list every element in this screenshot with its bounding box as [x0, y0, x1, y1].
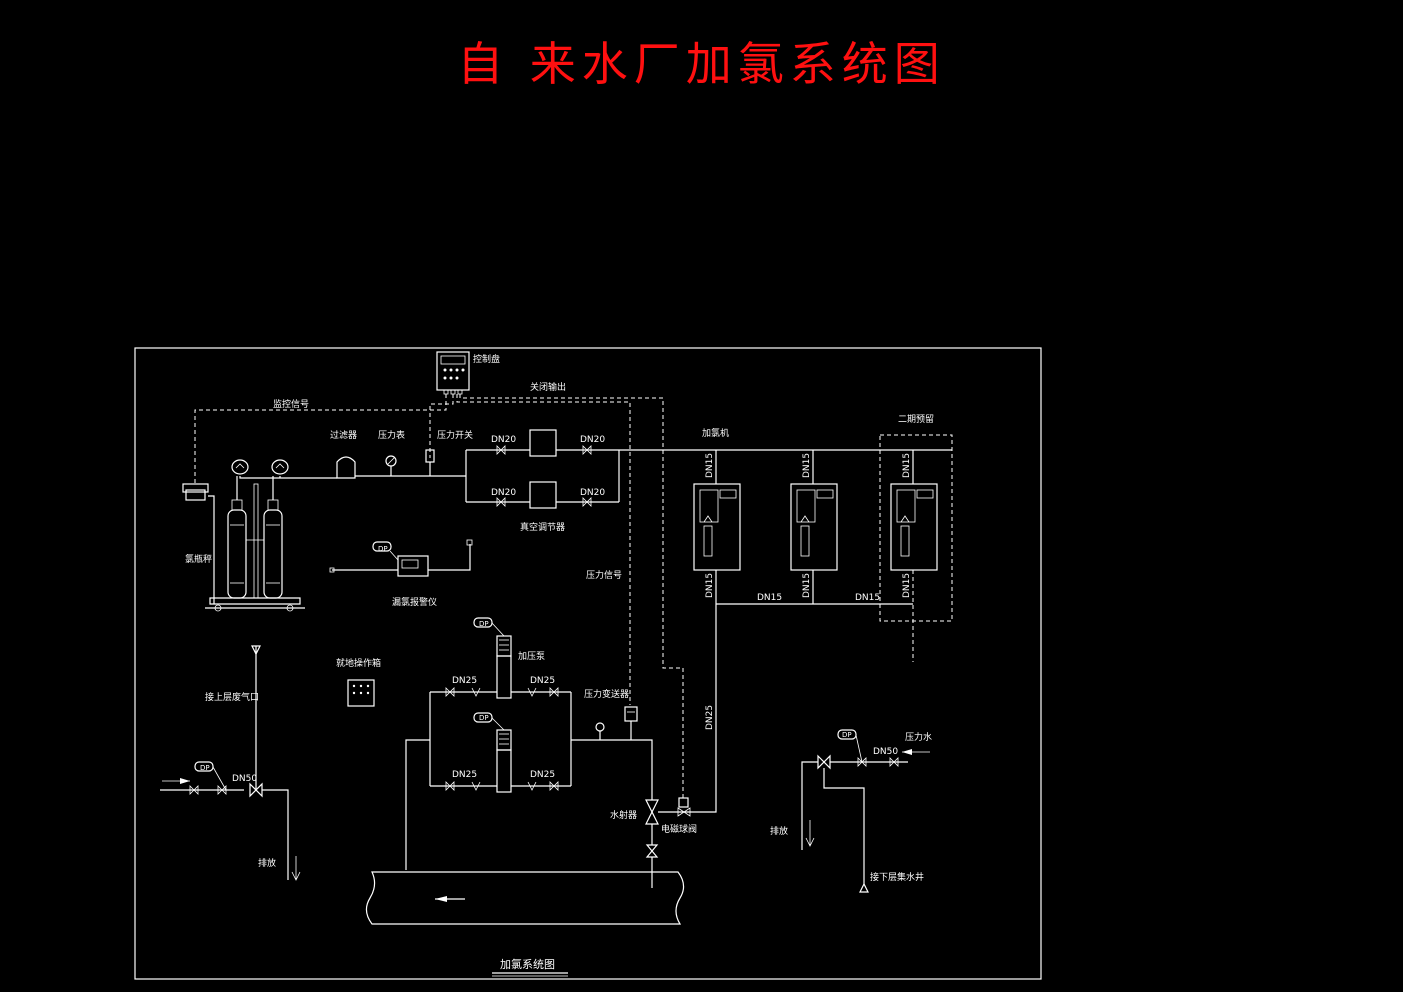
gas-main-line [239, 476, 337, 479]
chlorine-cylinder-scale [182, 476, 305, 612]
pipe-dn15-h: DN15 [855, 593, 880, 603]
label-vacuum-regulator: 真空调节器 [520, 521, 565, 533]
pipe-dn15-d: DN15 [705, 573, 715, 598]
dp-label-1: DP [378, 545, 388, 553]
solution-down-line [690, 604, 717, 813]
label-ejector: 水射器 [610, 809, 637, 821]
label-switch-output: 关闭输出 [530, 381, 566, 393]
vacuum-regulator-1 [529, 429, 557, 457]
switch-output-line [459, 394, 684, 800]
pipe-dn15-b: DN15 [802, 453, 812, 478]
pipe-dn50-a: DN50 [232, 774, 257, 784]
pipe-dn20-b: DN20 [580, 435, 605, 445]
label-pressure-transmitter: 压力变送器 [584, 688, 629, 700]
label-chlorinator: 加氯机 [702, 427, 729, 439]
monitor-signal-line [194, 394, 447, 484]
local-control-box [347, 679, 375, 707]
pressure-switch-signal [429, 394, 454, 458]
pipe-dn25-c: DN25 [452, 770, 477, 780]
pressure-gauge [385, 455, 397, 476]
pipe-dn25-d: DN25 [530, 770, 555, 780]
chlorinator-3 [890, 450, 938, 662]
left-inlet [160, 761, 301, 881]
booster-pump-1 [473, 617, 512, 699]
chlorinator-1 [693, 450, 741, 604]
pipe-dn15-a: DN15 [705, 453, 715, 478]
pump-suction-line [405, 739, 430, 870]
label-drain-left: 排放 [258, 857, 276, 869]
dp-label-3: DP [479, 714, 489, 722]
label-pressure-signal: 压力信号 [586, 569, 622, 581]
label-filter: 过滤器 [330, 429, 357, 441]
label-upper-exhaust: 接上层废气口 [205, 691, 259, 703]
booster-pump-2 [473, 712, 512, 793]
label-drain-right: 排放 [770, 825, 788, 837]
pipe-dn25-a: DN25 [452, 676, 477, 686]
dp-label-5: DP [842, 731, 852, 739]
secondary-reserved-box [879, 434, 953, 622]
discharge-gauge [595, 722, 605, 740]
pump-valves [445, 687, 559, 791]
ejector-isolation-valve [645, 824, 659, 888]
label-secondary-chlorination: 二期预留 [898, 413, 934, 425]
label-control-panel: 控制盘 [473, 353, 500, 365]
drawing-frame [134, 347, 1042, 980]
pipe-dn20-c: DN20 [491, 488, 516, 498]
pipe-dn20-a: DN20 [491, 435, 516, 445]
label-leak-detector: 漏氯报警仪 [392, 596, 437, 608]
label-monitor-signal: 监控信号 [273, 398, 309, 410]
label-pressure-water: 压力水 [905, 731, 932, 743]
label-pressure-switch: 压力开关 [437, 429, 473, 441]
pipe-dn15-c: DN15 [902, 453, 912, 478]
right-inlet [801, 729, 930, 893]
label-chlorine-cylinder: 氯瓶秤 [185, 553, 212, 565]
leak-detector [329, 539, 473, 577]
pipe-dn15-g: DN15 [757, 593, 782, 603]
drawing-caption: 加氯系统图 [500, 957, 555, 971]
pressure-transmitter [624, 706, 638, 740]
pipe-dn15-e: DN15 [802, 573, 812, 598]
solenoid-valve [677, 797, 691, 817]
valves-dn20 [496, 445, 592, 507]
pressure-switch [425, 449, 435, 476]
dp-label-2: DP [479, 620, 489, 628]
label-local-panel: 就地操作箱 [336, 657, 381, 669]
pipe-dn50-b: DN50 [873, 747, 898, 757]
label-solenoid-valve: 电磁球阀 [661, 823, 697, 835]
filter [336, 456, 356, 479]
label-booster-pump: 加压泵 [518, 651, 545, 662]
pipe-dn25-v: DN25 [705, 705, 715, 730]
vacuum-regulator-2 [529, 481, 557, 509]
label-lower-pit: 接下层集水井 [870, 871, 924, 883]
pipe-dn20-d: DN20 [580, 488, 605, 498]
label-pressure-gauge: 压力表 [378, 429, 405, 441]
dp-label-4: DP [200, 764, 210, 772]
control-panel [436, 351, 470, 395]
pressure-signal-line [456, 394, 631, 705]
pump-discharge-line [571, 739, 653, 800]
chlorinator-2 [790, 450, 838, 604]
pipe-dn25-b: DN25 [530, 676, 555, 686]
water-main-pipe [365, 871, 685, 925]
cylinder-valve-1 [231, 459, 249, 475]
drawing-title: 自 来水厂加氯系统图 [457, 37, 946, 91]
cylinder-valve-2 [271, 459, 289, 475]
pipe-dn15-f: DN15 [902, 573, 912, 598]
